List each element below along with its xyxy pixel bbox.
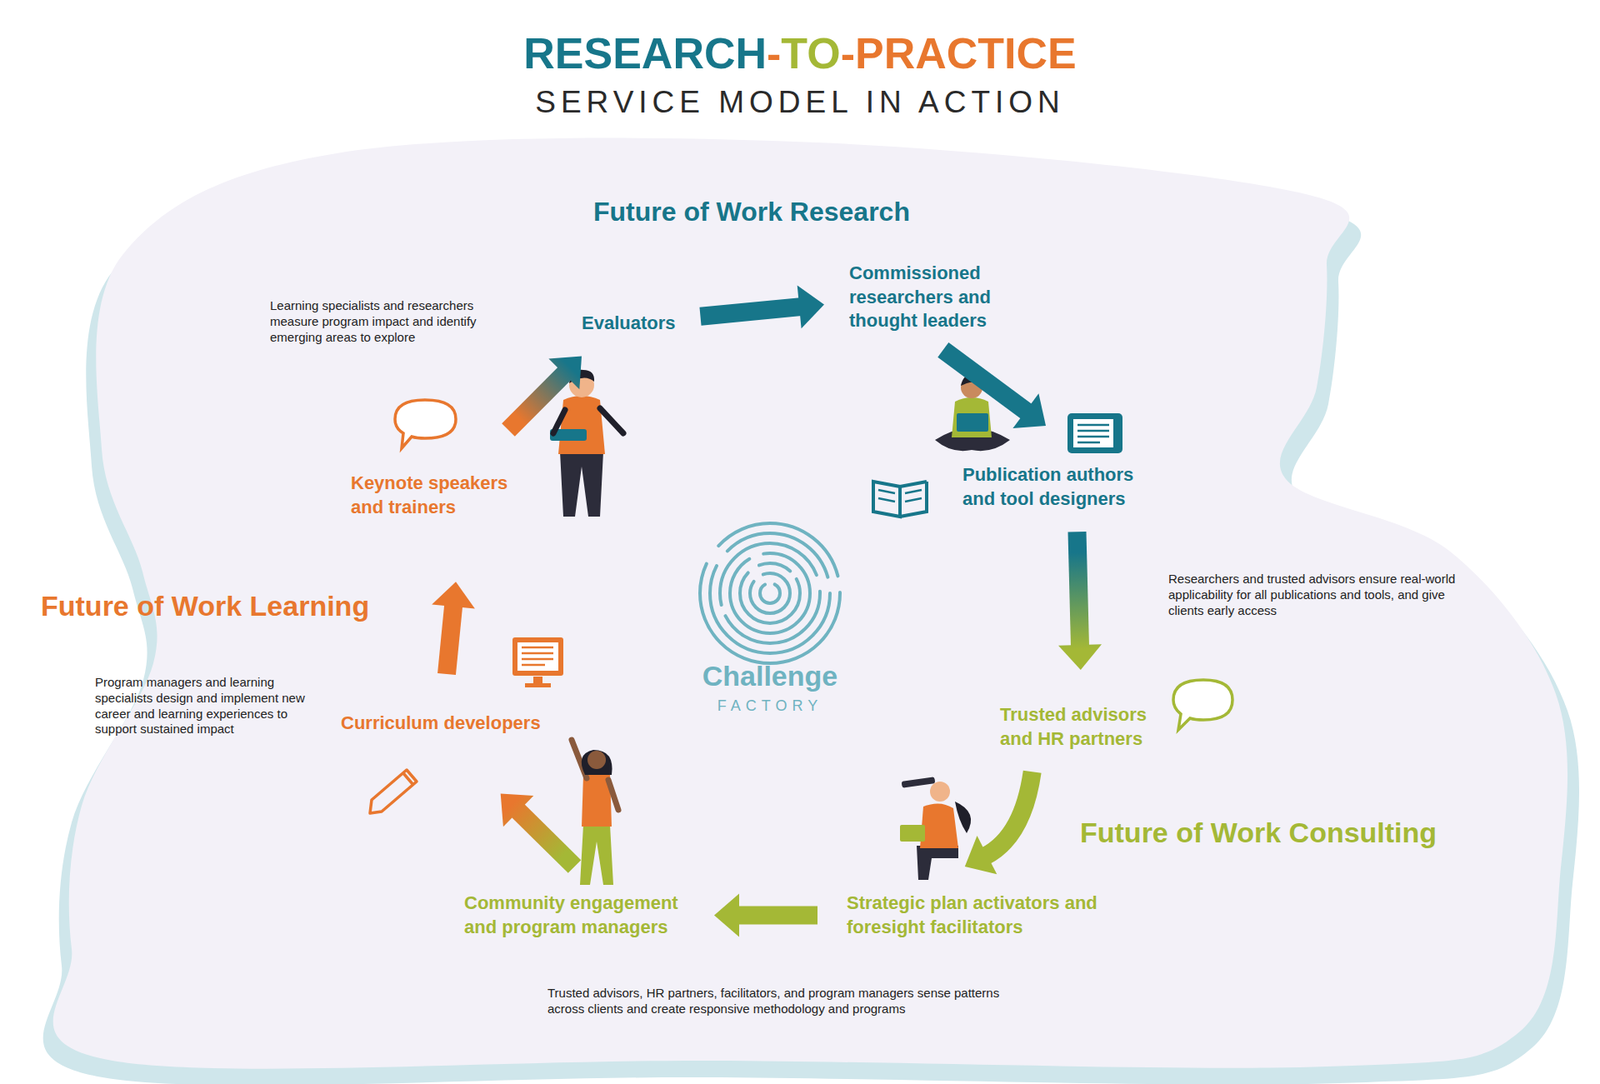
flow-arrow: [965, 771, 1033, 875]
role-node: Commissioned researchers and thought lea…: [849, 261, 1020, 334]
flow-arrow: [700, 285, 825, 330]
role-label: Evaluators: [581, 311, 676, 336]
arrow-shaft: [985, 771, 1033, 856]
arrow-shaft: [517, 810, 575, 867]
arrow-shaft: [1077, 531, 1081, 647]
arrow-shaft: [446, 605, 454, 675]
speech-bubble-icon: [395, 400, 456, 449]
note: Learning specialists and researchers mea…: [270, 298, 504, 345]
arrow-head: [797, 285, 825, 330]
role-node: Curriculum developers: [340, 711, 541, 736]
tablet-icon: [1067, 413, 1123, 454]
note: Program managers and learning specialist…: [95, 675, 329, 738]
role-label: Strategic plan activators and foresight …: [846, 891, 1110, 940]
title-text: RESEARCH-TO-PRACTICE: [523, 29, 1077, 78]
arrow-head: [548, 356, 582, 390]
section-heading: Future of Work Consulting: [1080, 815, 1437, 851]
role-node: Community engagement and program manager…: [464, 891, 685, 940]
flow-arrow: [714, 894, 818, 938]
subtitle: SERVICE MODEL IN ACTION: [0, 83, 1600, 122]
pencil-icon: [370, 770, 417, 814]
role-label: Commissioned researchers and thought lea…: [849, 261, 1020, 334]
role-node: Keynote speakers and trainers: [350, 471, 526, 520]
arrow-head: [965, 835, 998, 875]
arrow-head: [500, 794, 535, 828]
book-icon: [873, 481, 927, 517]
arrow-shaft: [943, 350, 1028, 413]
waving-figure: [571, 740, 619, 885]
role-label: Community engagement and program manager…: [464, 891, 685, 940]
role-label: Keynote speakers and trainers: [350, 471, 526, 520]
role-node: Trusted advisors and HR partners: [1000, 703, 1180, 751]
role-node: Evaluators: [581, 311, 676, 336]
telescope-figure: [900, 776, 971, 880]
role-label: Trusted advisors and HR partners: [1000, 703, 1180, 751]
flow-arrow: [508, 356, 582, 430]
title: RESEARCH-TO-PRACTICE: [0, 30, 1600, 78]
role-node: Strategic plan activators and foresight …: [846, 891, 1110, 940]
monitor-icon: [512, 637, 564, 688]
logo-wordmark: FACTORY: [670, 696, 870, 716]
arrow-head: [1012, 393, 1046, 429]
flow-arrow: [431, 581, 475, 675]
logo-wordmark: Challenge: [670, 658, 870, 695]
role-label: Curriculum developers: [340, 711, 541, 736]
note: Trusted advisors, HR partners, facilitat…: [547, 985, 1015, 1018]
note: Researchers and trusted advisors ensure …: [1168, 571, 1460, 619]
arrow-shaft: [700, 306, 802, 317]
section-heading: Future of Work Research: [593, 195, 910, 229]
role-label: Publication authors and tool designers: [962, 463, 1171, 511]
role-node: Publication authors and tool designers: [962, 463, 1171, 511]
speech-bubble-icon: [1173, 680, 1233, 730]
flow-arrow: [943, 350, 1046, 429]
arrow-shaft: [508, 372, 565, 430]
section-heading: Future of Work Learning: [40, 588, 370, 625]
evaluator-figure: [550, 370, 624, 517]
arrow-head: [714, 894, 740, 938]
flow-arrow: [1058, 531, 1102, 670]
arrow-head: [431, 581, 475, 609]
arrow-head: [1058, 644, 1102, 670]
fingerprint-logo: [700, 523, 840, 664]
arrow-shaft: [737, 906, 818, 925]
flow-arrow: [500, 794, 575, 867]
